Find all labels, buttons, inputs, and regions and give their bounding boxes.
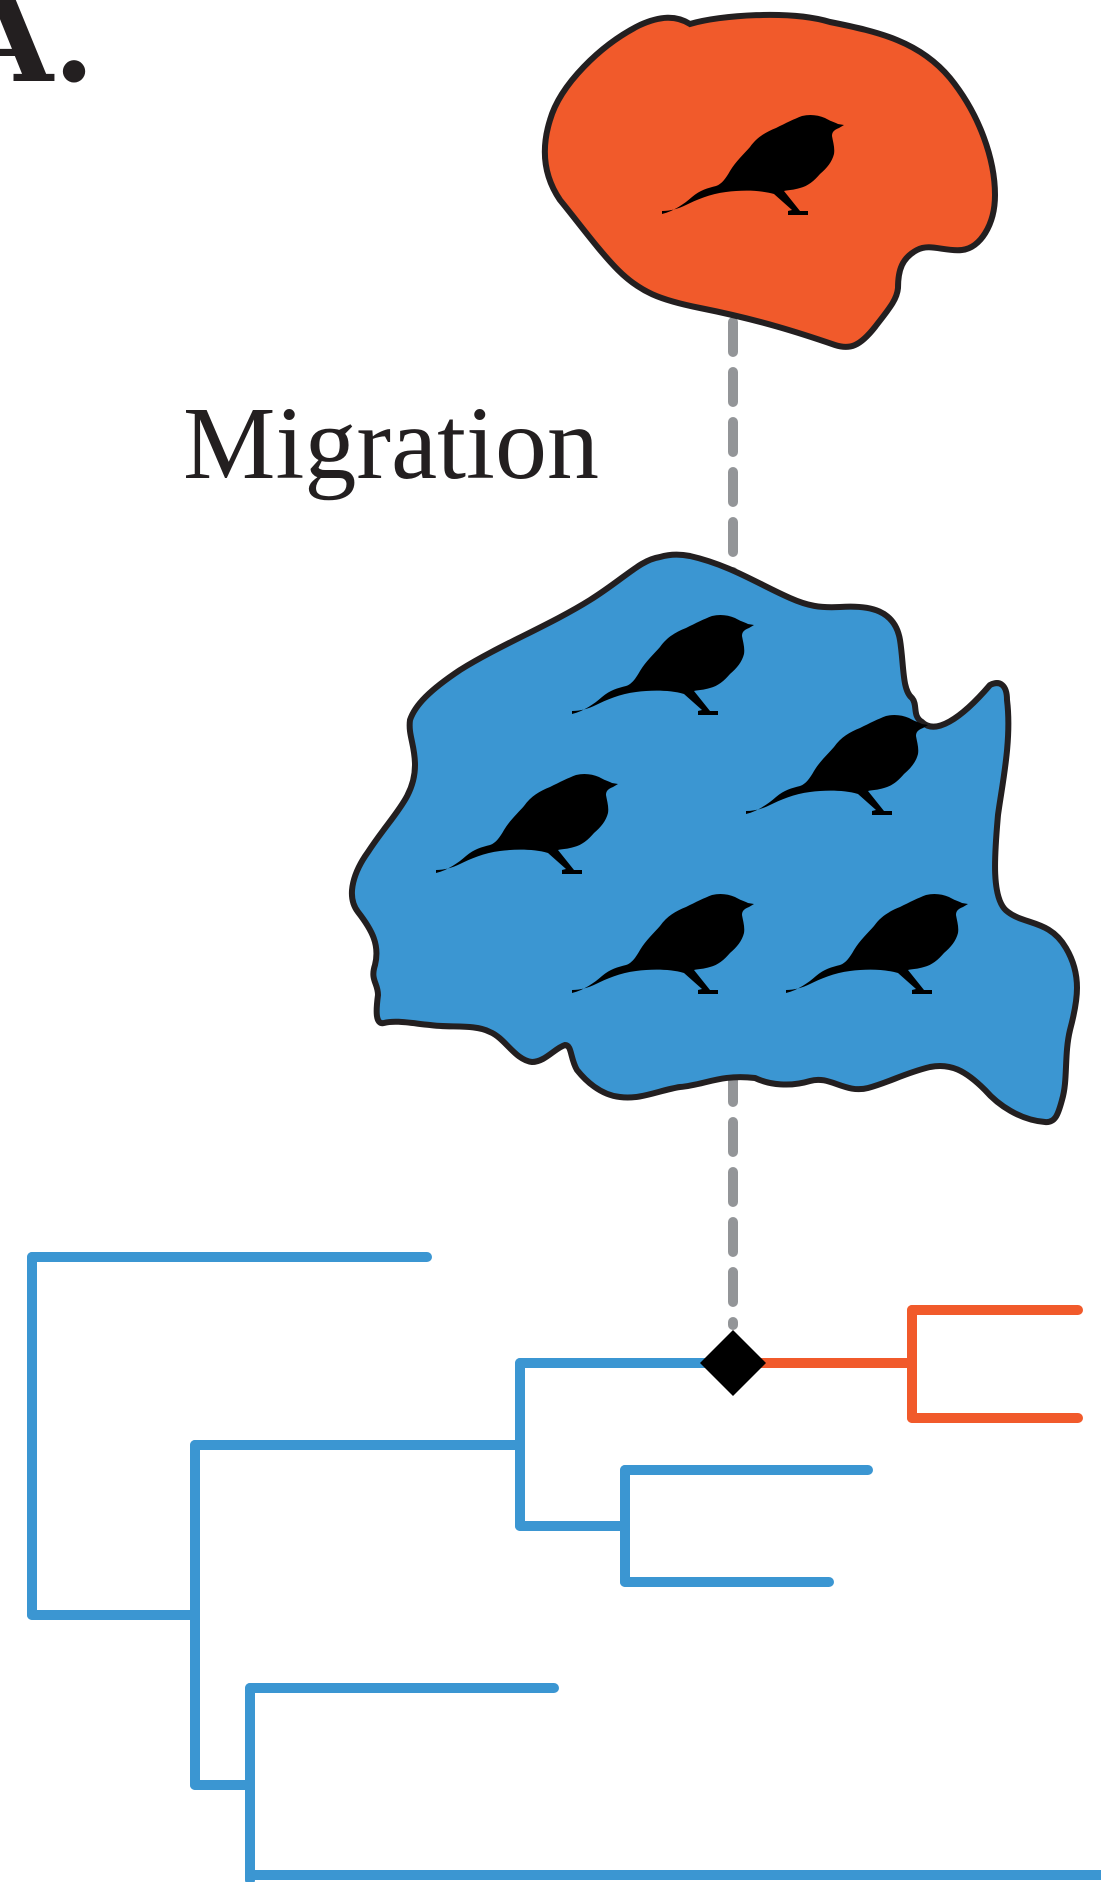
migrated-lineage [728, 1305, 1083, 1423]
phylogenetic-tree [27, 1252, 1101, 1885]
diamond-node-icon [700, 1330, 766, 1396]
migration-label: Migration [183, 386, 599, 501]
destination-population [348, 551, 1080, 1126]
panel-label: A. [0, 0, 95, 110]
